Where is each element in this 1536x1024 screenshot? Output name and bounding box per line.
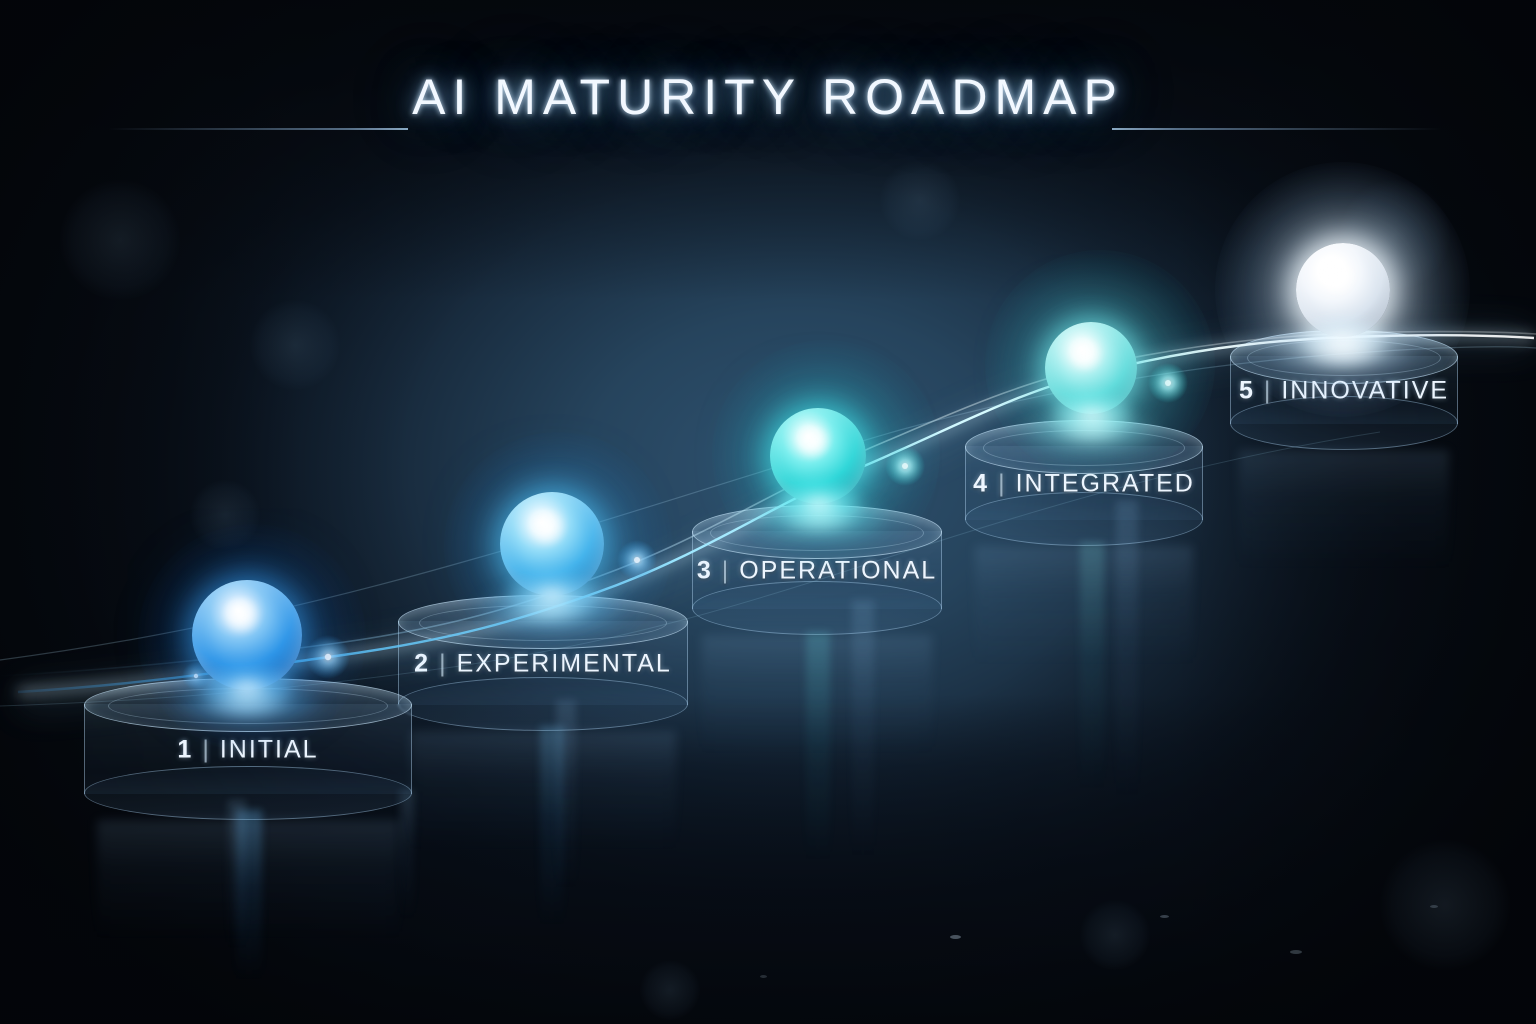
stage-separator-2: | [439, 649, 448, 678]
pedestal-top-ellipse [398, 595, 688, 649]
pedestal-bottom-ellipse [84, 766, 412, 820]
pedestal-stage-2[interactable]: 2 | EXPERIMENTAL [398, 595, 688, 851]
pedestal-stage-1[interactable]: 1 | INITIAL [84, 678, 412, 940]
sphere-highlight [1316, 258, 1359, 296]
sphere-highlight [794, 424, 833, 459]
sphere-stage-4[interactable] [1045, 322, 1137, 414]
stage-separator-5: | [1263, 376, 1273, 405]
pedestal-top-ellipse [965, 420, 1203, 474]
stage-name-2: EXPERIMENTAL [456, 649, 672, 678]
pedestal-top-ellipse [692, 505, 942, 559]
stage-name-4: INTEGRATED [1015, 469, 1195, 498]
pedestal-top-inner-ring [107, 688, 389, 724]
stage-name-3: OPERATIONAL [739, 556, 938, 585]
sphere-highlight [1067, 337, 1104, 371]
stage-name-1: INITIAL [219, 735, 319, 764]
sphere-highlight [526, 508, 568, 547]
pedestal-top-inner-ring [1246, 340, 1442, 376]
stage-number-4: 4 [973, 469, 990, 498]
stage-name-5: INNOVATIVE [1281, 376, 1450, 405]
sphere-stage-2[interactable] [500, 492, 604, 596]
stage-separator-3: | [721, 556, 731, 585]
stage-number-5: 5 [1238, 376, 1255, 405]
stage-label-2: 2 | EXPERIMENTAL [398, 650, 688, 679]
pedestal-top-inner-ring [419, 605, 667, 641]
sphere-stage-1[interactable] [192, 580, 302, 690]
stage-separator-4: | [998, 469, 1007, 498]
pedestal-top-inner-ring [710, 515, 924, 551]
pedestal-bottom-ellipse [692, 581, 942, 635]
sphere-stage-3[interactable] [770, 408, 866, 504]
stage-number-2: 2 [414, 649, 431, 678]
stage-number-1: 1 [177, 735, 194, 764]
stage-number-3: 3 [696, 556, 713, 585]
stage-label-4: 4 | INTEGRATED [965, 470, 1203, 499]
pedestal-bottom-ellipse [965, 492, 1203, 546]
pedestal-stage-3[interactable]: 3 | OPERATIONAL [692, 505, 942, 755]
stage-label-3: 3 | OPERATIONAL [692, 557, 942, 586]
pedestal-top-inner-ring [982, 430, 1186, 466]
stage-label-5: 5 | INNOVATIVE [1230, 377, 1458, 406]
sphere-rim [192, 580, 302, 690]
stage-label-1: 1 | INITIAL [84, 736, 412, 765]
pedestal-bottom-ellipse [398, 677, 688, 731]
page-title: AI MATURITY ROADMAP [412, 69, 1124, 125]
pedestal-stage-5[interactable]: 5 | INNOVATIVE [1230, 330, 1458, 570]
stage-separator-1: | [202, 735, 211, 764]
sphere-highlight [220, 596, 263, 634]
sphere-stage-5[interactable] [1296, 243, 1390, 337]
pedestal-stage-4[interactable]: 4 | INTEGRATED [965, 420, 1203, 666]
